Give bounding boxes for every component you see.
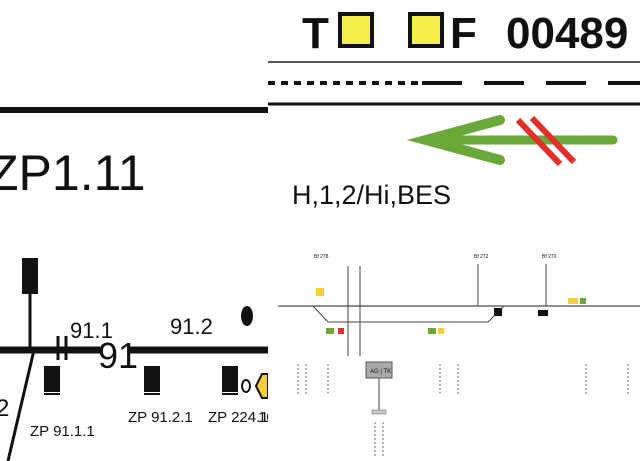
zp-label-2: ZP 91.2.1: [128, 409, 193, 426]
track-schematic-panel: 91.1 91 91.2 2 ZP 91.1.1 ZP 91.2.1 ZP 22…: [0, 246, 268, 461]
interlocking-base: [371, 409, 387, 415]
point-machine-3: [222, 366, 238, 392]
marker-black-1: [494, 308, 502, 316]
strike-line-2: [529, 115, 577, 165]
station-tag-2: Bf 272: [474, 254, 489, 260]
station-tag-1: Bf 278: [314, 254, 329, 260]
marker-yellow-1: [316, 288, 324, 296]
marker-yellow-2: [438, 328, 444, 334]
ring-marker: [241, 379, 251, 393]
km-label-b: 91.2: [170, 314, 213, 339]
yellow-box-right: [408, 12, 444, 48]
side-number: 2: [0, 395, 9, 422]
header-code: 00489: [506, 9, 628, 58]
signal-panel: T F 00489 H,1,2/Hi,BES: [268, 0, 640, 212]
station-number: 91: [98, 335, 138, 376]
marker-black-2: [538, 310, 548, 316]
crossover-left: [312, 305, 329, 323]
marker-green-3: [580, 298, 586, 304]
point-machine-2: [144, 366, 160, 392]
zp-label-4: 10: [258, 409, 268, 426]
arrow-head-icon: [406, 115, 505, 165]
signal-mast-block: [22, 258, 38, 294]
header-letter-f: F: [450, 9, 477, 58]
diverging-track: [6, 349, 36, 461]
signal-drawing: T F 00489 H,1,2/Hi,BES: [268, 9, 640, 210]
track-schematic: 91.1 91 91.2 2 ZP 91.1.1 ZP 91.2.1 ZP 22…: [0, 258, 268, 461]
header-letter-t: T: [302, 9, 329, 58]
point-machine-1: [44, 366, 60, 392]
zp-label-1: ZP 91.1.1: [30, 423, 95, 440]
marker-red-1: [338, 328, 344, 334]
signal-text: H,1,2/Hi,BES: [292, 180, 451, 210]
zp-label-panel: ZP1.11: [0, 0, 268, 212]
dot-marker: [241, 306, 253, 326]
station-overview: Bf 278 Bf 272 Bf 270 AG | TK: [278, 254, 640, 456]
station-tag-3: Bf 270: [542, 254, 557, 260]
yellow-box-left: [338, 12, 374, 48]
marker-green-2: [428, 328, 436, 334]
station-overview-panel: Bf 278 Bf 272 Bf 270 AG | TK: [268, 246, 640, 461]
km-label-a: 91.1: [70, 318, 113, 343]
interlocking-box-label: AG | TK: [370, 369, 391, 375]
strike-line-1: [515, 117, 563, 167]
marker-green-1: [326, 328, 334, 334]
yellow-marker-icon: [254, 373, 268, 399]
zp-label: ZP1.11: [0, 145, 146, 201]
marker-yellow-3: [568, 298, 578, 304]
zp-label-drawing: ZP1.11: [0, 107, 268, 201]
zp-label-3: ZP 224.1: [208, 409, 268, 426]
